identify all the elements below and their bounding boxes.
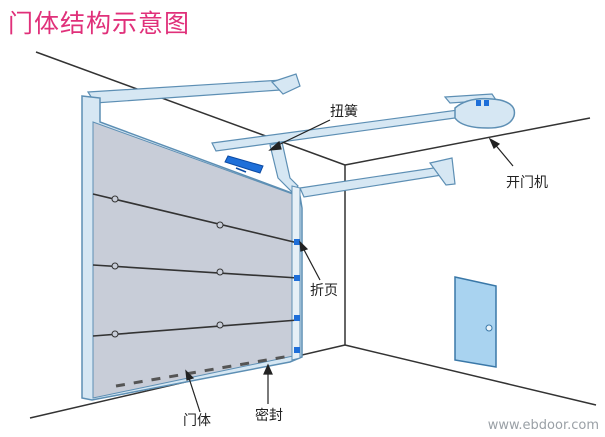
left-horizontal-rail: [86, 79, 283, 104]
hinges: [294, 239, 300, 353]
ceiling-left-edge: [35, 51, 346, 166]
floor-right-edge: [344, 344, 597, 406]
seam-3: [92, 319, 299, 337]
torsion-spring: [224, 155, 264, 174]
side-door: [454, 276, 497, 368]
door-opener-label: 开门机: [506, 175, 548, 191]
panel-seams: [92, 193, 299, 337]
ceiling-right-edge: [344, 117, 591, 166]
leader-lines: [185, 119, 514, 413]
seam-2: [92, 264, 299, 279]
seal-label: 密封: [255, 408, 283, 424]
spring-support-arm: [269, 141, 299, 193]
watermark-text: www.ebdoor.com: [487, 418, 599, 433]
right-horizontal-rail: [299, 166, 443, 198]
diagram-title: 门体结构示意图: [8, 9, 191, 38]
bottom-seal: [115, 354, 291, 388]
seam-knobs: [111, 195, 224, 338]
left-rail-bracket: [270, 73, 301, 95]
torsion-spring-label: 扭簧: [330, 104, 358, 120]
door-surface: [92, 121, 299, 399]
hinge-label: 折页: [310, 283, 338, 299]
side-track: [291, 185, 301, 361]
door-body-label: 门体: [183, 413, 211, 429]
door-opener: [443, 93, 516, 129]
right-rail-bracket: [428, 157, 456, 186]
seam-1: [92, 193, 299, 244]
